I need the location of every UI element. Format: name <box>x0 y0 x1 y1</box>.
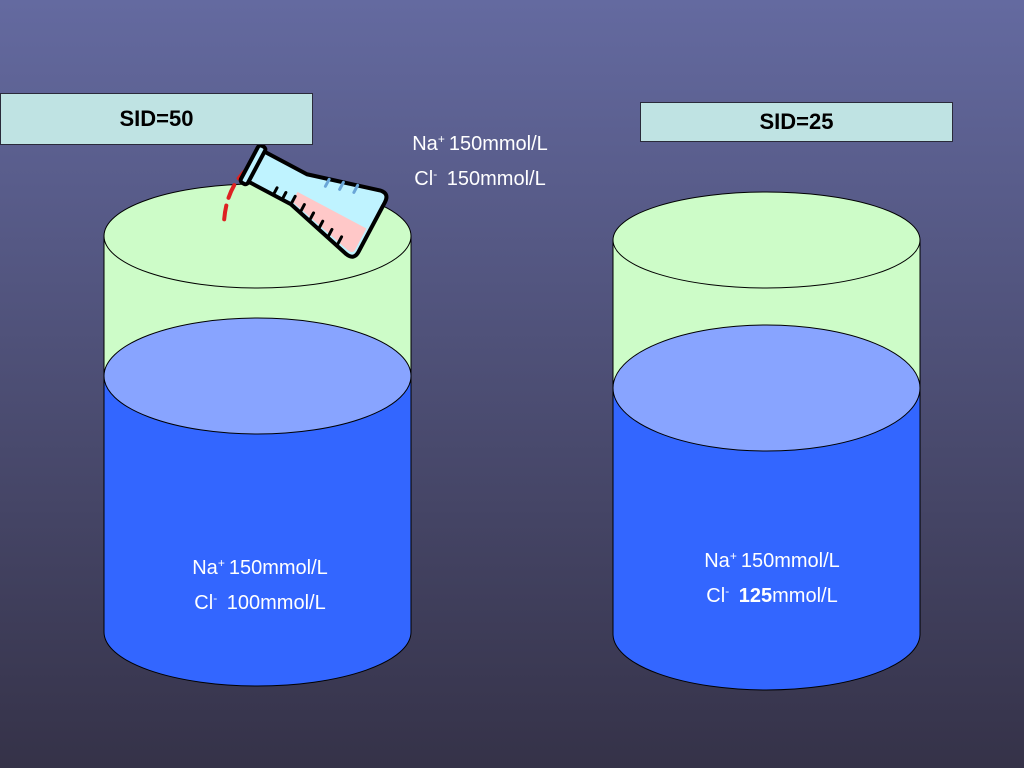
right-na-line: Na+150mmol/L <box>667 541 877 576</box>
flask-liquid <box>292 191 367 253</box>
cl-charge: - <box>725 584 730 598</box>
left-container-composition: Na+150mmol/L Cl- 100mmol/L <box>160 548 360 618</box>
na-charge: + <box>729 549 737 563</box>
right-cylinder-outline <box>612 240 921 691</box>
left-liquid-surface <box>103 317 412 435</box>
na-value: 150mmol/L <box>448 133 548 155</box>
na-value: 150mmol/L <box>228 557 328 579</box>
sid-label-right: SID=25 <box>640 102 953 142</box>
cl-unit: mmol/L <box>260 592 326 614</box>
left-cl-line: Cl- 100mmol/L <box>160 583 360 618</box>
right-liquid-surface <box>612 324 921 452</box>
right-cylinder <box>612 191 921 691</box>
cl-charge: - <box>213 591 218 605</box>
cl-symbol: Cl <box>194 592 214 614</box>
na-symbol: Na <box>192 557 218 579</box>
right-container-composition: Na+150mmol/L Cl- 125mmol/L <box>667 541 877 611</box>
right-cl-line: Cl- 125mmol/L <box>667 576 877 611</box>
right-cylinder-top <box>612 191 921 289</box>
sid-label-left: SID=50 <box>0 93 313 145</box>
cl-value: 150mmol/L <box>446 168 546 190</box>
pouring-flask-icon <box>238 143 389 259</box>
flask-highlights <box>323 177 360 194</box>
flask-graduations <box>271 186 344 246</box>
na-value: 150mmol/L <box>740 550 840 572</box>
added-cl-line: Cl- 150mmol/L <box>380 159 580 194</box>
cl-number: 100 <box>226 592 261 614</box>
sid-left-text: SID=50 <box>119 106 194 131</box>
left-na-line: Na+150mmol/L <box>160 548 360 583</box>
left-cylinder <box>103 183 412 687</box>
cl-symbol: Cl <box>706 585 726 607</box>
cl-number-highlighted: 125 <box>738 585 773 607</box>
added-solution-composition: Na+150mmol/L Cl- 150mmol/L <box>380 124 580 194</box>
left-liquid-bottom <box>104 632 411 686</box>
na-symbol: Na <box>704 550 730 572</box>
cl-charge: - <box>433 167 438 181</box>
right-liquid-bottom <box>613 634 920 690</box>
na-charge: + <box>217 556 225 570</box>
cl-unit: mmol/L <box>772 585 838 607</box>
sid-right-text: SID=25 <box>759 109 834 134</box>
na-charge: + <box>437 132 445 146</box>
na-symbol: Na <box>412 133 438 155</box>
cl-symbol: Cl <box>414 168 434 190</box>
added-na-line: Na+150mmol/L <box>380 124 580 159</box>
left-cylinder-outline <box>103 236 412 687</box>
flask-lip <box>238 143 268 187</box>
